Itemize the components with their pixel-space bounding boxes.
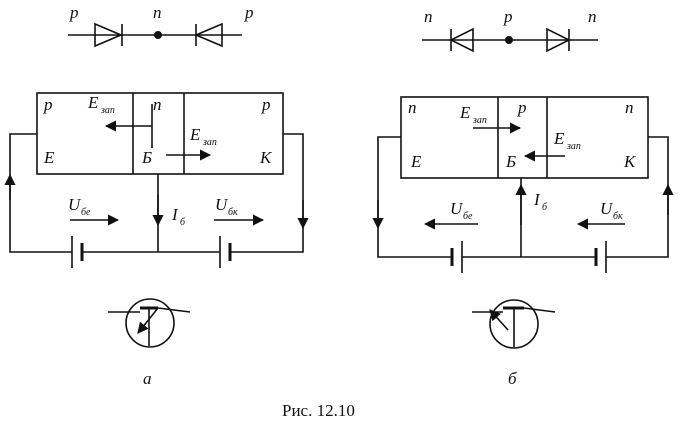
voltage-a-2-sub: бк	[228, 207, 238, 218]
region-a-3-type: p	[261, 95, 271, 114]
region-b-1-type: n	[408, 98, 417, 117]
base-label-a: Б	[141, 148, 152, 167]
field-b-2-label: E	[553, 129, 565, 148]
transistor-symbol-b: б	[472, 299, 556, 388]
diode-chain-a: p n p	[68, 3, 254, 48]
collector-label-b: К	[623, 152, 637, 171]
voltage-a-1-label: U	[68, 195, 82, 214]
circuit-a: I б U бе U бк	[4, 133, 309, 268]
emitter-label-b: Е	[410, 152, 422, 171]
base-current-b-label: I	[533, 190, 541, 209]
base-label-b: Б	[505, 152, 516, 171]
voltage-b-2-sub: бк	[613, 211, 623, 222]
voltage-b-1-label: U	[450, 199, 464, 218]
chain-a-letter-1: p	[69, 3, 79, 22]
panel-label-a: а	[143, 369, 152, 388]
region-b-2-type: p	[517, 98, 527, 117]
emitter-arrow-b	[489, 309, 509, 331]
figure-caption: Рис. 12.10	[282, 401, 355, 420]
chain-b-letter-2: p	[503, 7, 513, 26]
region-a-1-type: p	[43, 95, 53, 114]
base-current-b-sub: б	[542, 202, 548, 213]
chain-b-letter-1: n	[424, 7, 433, 26]
field-a-1-sub: зап	[100, 105, 115, 116]
junction-dot-b	[505, 36, 513, 44]
diagram-a: p n p p n p Е Б К E зап E зап	[4, 3, 309, 388]
field-b-1-sub: зап	[472, 115, 487, 126]
transistor-symbol-a: а	[108, 298, 191, 388]
chain-a-letter-3: p	[244, 3, 254, 22]
diagram-b: n p n n p n Е Б К E зап E зап	[372, 7, 674, 388]
chain-a-letter-2: n	[153, 3, 162, 22]
field-b-1-label: E	[459, 103, 471, 122]
circuit-b: I б U бе U бк	[372, 136, 674, 273]
voltage-b-2-label: U	[600, 199, 614, 218]
field-b-2-sub: зап	[566, 141, 581, 152]
emitter-arrow-a	[137, 307, 159, 334]
base-current-a-sub: б	[180, 217, 186, 228]
field-a-2-sub: зап	[202, 137, 217, 148]
field-a-1-label: E	[87, 93, 99, 112]
diode-b-left	[449, 27, 474, 53]
chain-b-letter-3: n	[588, 7, 597, 26]
diode-a-left	[94, 22, 124, 48]
diode-b-right	[546, 27, 571, 53]
collector-label-a: К	[259, 148, 273, 167]
panel-label-b: б	[508, 369, 517, 388]
semiconductor-block-a: p n p Е Б К E зап E зап	[36, 92, 284, 175]
voltage-a-1-sub: бе	[81, 207, 91, 218]
semiconductor-block-b: n p n Е Б К E зап E зап	[400, 96, 649, 179]
diode-a-right	[193, 22, 223, 48]
region-b-3-type: n	[625, 98, 634, 117]
emitter-label-a: Е	[43, 148, 55, 167]
voltage-b-1-sub: бе	[463, 211, 473, 222]
voltage-a-2-label: U	[215, 195, 229, 214]
region-a-2-type: n	[153, 95, 162, 114]
base-current-a-label: I	[171, 205, 179, 224]
junction-dot-a	[154, 31, 162, 39]
diode-chain-b: n p n	[422, 7, 598, 53]
field-a-2-label: E	[189, 125, 201, 144]
